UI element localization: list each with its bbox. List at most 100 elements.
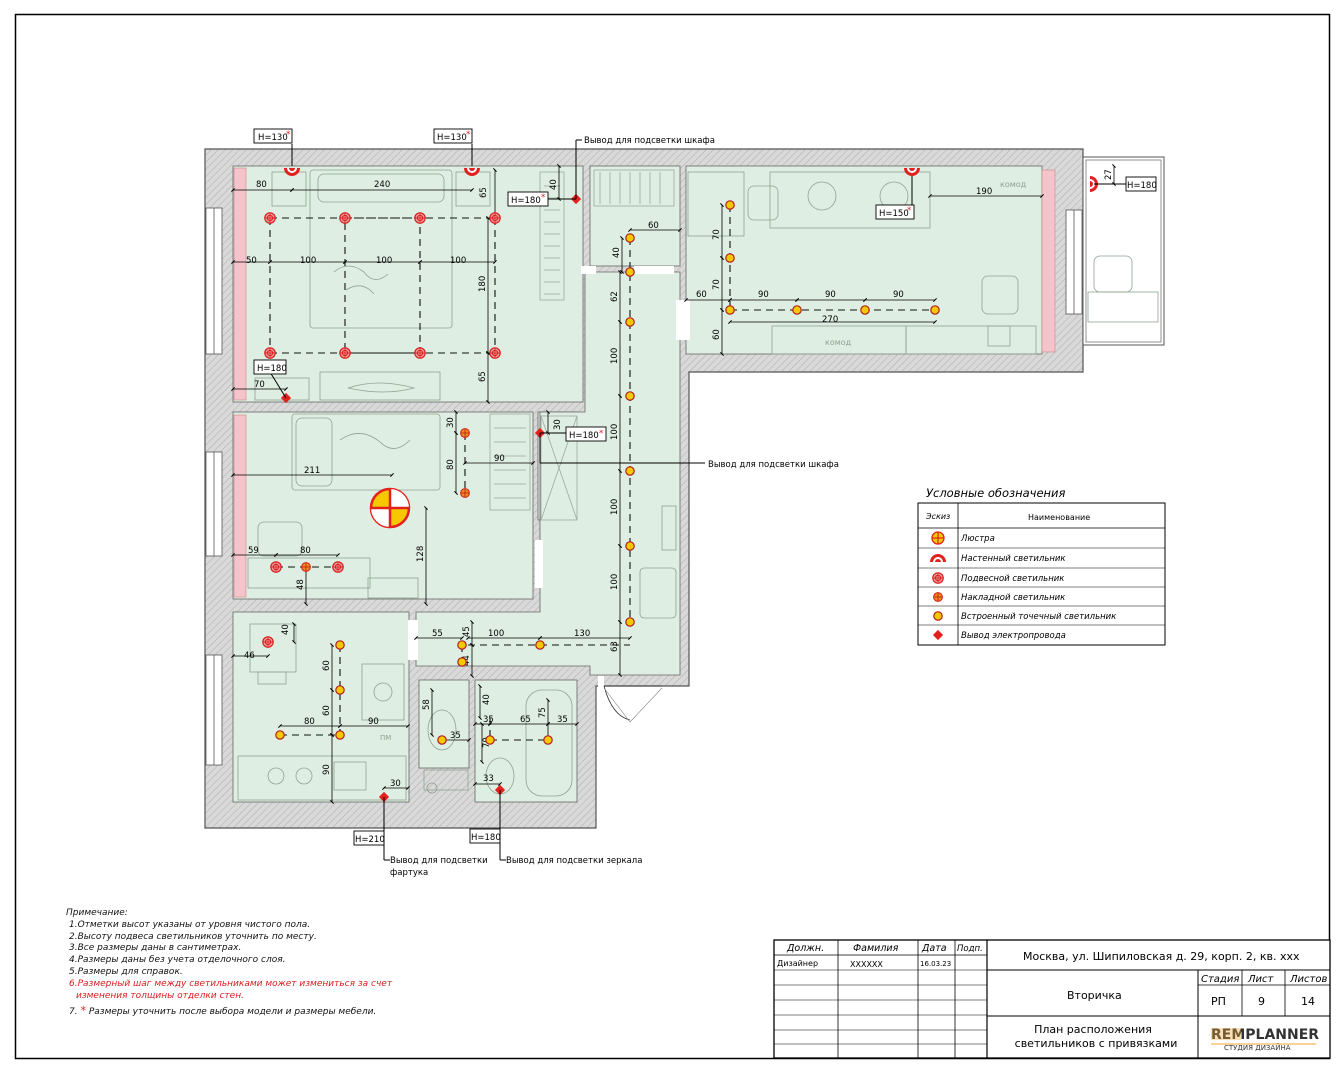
stamp-date: 16.03.23 bbox=[920, 960, 951, 968]
dim-46: 46 bbox=[244, 651, 255, 661]
title-block: Должн. Фамилия Дата Подп. Дизайнер ХХХХХ… bbox=[773, 939, 1331, 1059]
legend-title: Условные обозначения bbox=[926, 486, 1066, 500]
tag-h180-hall: H=180 bbox=[569, 431, 599, 441]
stamp-stage: РП bbox=[1211, 995, 1226, 1008]
dim-70a: 70 bbox=[254, 380, 265, 390]
dim-40d: 40 bbox=[482, 694, 492, 705]
rooms bbox=[232, 165, 1043, 803]
dim-60d: 60 bbox=[696, 290, 707, 300]
dim-62: 62 bbox=[610, 291, 620, 302]
tag-h130-a: H=130 bbox=[258, 133, 288, 143]
chandelier bbox=[369, 487, 411, 529]
cabinet-light-top: Вывод для подсветки шкафа bbox=[584, 136, 715, 146]
dim-70d: 70 bbox=[712, 279, 722, 290]
dim-50: 50 bbox=[246, 256, 257, 266]
tag-h180-bath: H=180 bbox=[471, 833, 501, 843]
komod-label-2: комод bbox=[825, 338, 852, 347]
note-7-star: * bbox=[80, 1004, 86, 1018]
dim-59: 59 bbox=[248, 546, 259, 556]
dim-180: 180 bbox=[478, 276, 488, 292]
dim-90b: 90 bbox=[368, 717, 379, 727]
dim-60b: 60 bbox=[322, 660, 332, 671]
komod-label-1: комод bbox=[1000, 180, 1027, 189]
dim-27: 27 bbox=[1104, 169, 1114, 180]
legend: Условные обозначения Эскиз Наименование … bbox=[917, 486, 1166, 646]
tag-h130-b: H=130 bbox=[437, 133, 467, 143]
stamp-h-dolzhn: Должн. bbox=[786, 943, 824, 954]
tag-h210: H=210 bbox=[355, 835, 385, 845]
dim-35c: 35 bbox=[557, 715, 568, 725]
tag-star: * bbox=[541, 193, 545, 203]
legend-row-surface: Накладной светильник bbox=[961, 593, 1066, 603]
stamp-h-data: Дата bbox=[921, 943, 947, 954]
remplanner-logo: REMPLANNER СТУДИЯ ДИЗАЙНА bbox=[1211, 1027, 1319, 1052]
dim-100a: 100 bbox=[300, 256, 316, 266]
dim-65c: 65 bbox=[520, 715, 531, 725]
surface-lamp-icon bbox=[933, 592, 943, 602]
dim-55: 55 bbox=[432, 629, 443, 639]
dim-65b: 65 bbox=[478, 371, 488, 382]
apron-light-1: Вывод для подсветки bbox=[390, 856, 488, 866]
note-7: 7. * Размеры уточнить после выбора модел… bbox=[66, 1005, 392, 1019]
dim-100g: 100 bbox=[610, 574, 620, 590]
dim-44: 44 bbox=[462, 655, 472, 666]
stamp-project: Вторичка bbox=[1067, 989, 1122, 1002]
stamp-h-familiya: Фамилия bbox=[853, 943, 899, 954]
logo-subtitle: СТУДИЯ ДИЗАЙНА bbox=[1224, 1043, 1291, 1052]
logo-text: REMPLANNER bbox=[1211, 1027, 1319, 1043]
dim-30a: 30 bbox=[446, 417, 456, 428]
dim-30c: 30 bbox=[390, 779, 401, 789]
note-6a: 6.Размерный шаг между светильниками може… bbox=[69, 978, 393, 989]
dim-130: 130 bbox=[574, 629, 590, 639]
dim-35a: 35 bbox=[450, 731, 461, 741]
dim-90f: 90 bbox=[893, 290, 904, 300]
radiators bbox=[233, 167, 1056, 598]
tag-star: * bbox=[907, 206, 911, 216]
legend-row-pendant: Подвесной светильник bbox=[961, 574, 1065, 584]
legend-row-wall: Настенный светильник bbox=[961, 554, 1066, 564]
dim-60a: 60 bbox=[648, 221, 659, 231]
mirror-light: Вывод для подсветки зеркала bbox=[506, 856, 642, 866]
dim-58: 58 bbox=[422, 699, 432, 710]
dim-128: 128 bbox=[416, 546, 426, 562]
pendant-lamp-icon bbox=[932, 572, 944, 584]
wardrobe-room bbox=[589, 165, 681, 267]
legend-col-name: Наименование bbox=[1028, 513, 1090, 522]
wc bbox=[418, 679, 470, 769]
stamp-h-sheet: Лист bbox=[1247, 974, 1275, 985]
legend-row-spot: Встроенный точечный светильник bbox=[961, 612, 1117, 622]
legend-col-sketch: Эскиз bbox=[925, 512, 950, 521]
dim-60e: 60 bbox=[712, 329, 722, 340]
stamp-h-stage: Стадия bbox=[1201, 974, 1239, 985]
cabinet-light-mid: Вывод для подсветки шкафа bbox=[708, 460, 839, 470]
dim-100c: 100 bbox=[450, 256, 466, 266]
height-tags: H=130 * H=130 * H=180 * H=180 H=180 * H=… bbox=[253, 128, 1157, 878]
dim-80d: 80 bbox=[304, 717, 315, 727]
lamp-groups bbox=[269, 205, 935, 741]
stamp-h-sheets: Листов bbox=[1289, 974, 1327, 985]
dim-35b: 35 bbox=[483, 715, 494, 725]
notes: Примечание: 1.Отметки высот указаны от у… bbox=[66, 908, 392, 1019]
kitchen bbox=[232, 611, 410, 803]
pm-label: ПМ bbox=[380, 734, 391, 742]
stamp-name: ХХХХХХ bbox=[850, 960, 883, 969]
tag-star: * bbox=[286, 130, 290, 140]
windows bbox=[205, 207, 1083, 766]
stamp-sheets: 14 bbox=[1301, 995, 1315, 1008]
dim-100e: 100 bbox=[610, 424, 620, 440]
tag-star: * bbox=[466, 130, 470, 140]
dim-60c: 60 bbox=[322, 705, 332, 716]
dim-80a: 80 bbox=[256, 180, 267, 190]
note-4: 4.Размеры даны без учета отделочного сло… bbox=[69, 955, 286, 966]
dim-48: 48 bbox=[296, 579, 306, 590]
stamp-role: Дизайнер bbox=[777, 959, 818, 968]
stamp-h-podp: Подп. bbox=[957, 944, 983, 954]
note-2: 2.Высоту подвеса светильников уточнить п… bbox=[69, 931, 317, 942]
spot-lamp-icon bbox=[933, 611, 943, 621]
dim-100f: 100 bbox=[610, 499, 620, 515]
dim-45: 45 bbox=[462, 626, 472, 637]
stamp-title-1: План расположения bbox=[1034, 1023, 1152, 1036]
note-5: 5.Размеры для справок. bbox=[69, 966, 183, 977]
dim-40c: 40 bbox=[281, 624, 291, 635]
dim-63: 63 bbox=[610, 641, 620, 652]
